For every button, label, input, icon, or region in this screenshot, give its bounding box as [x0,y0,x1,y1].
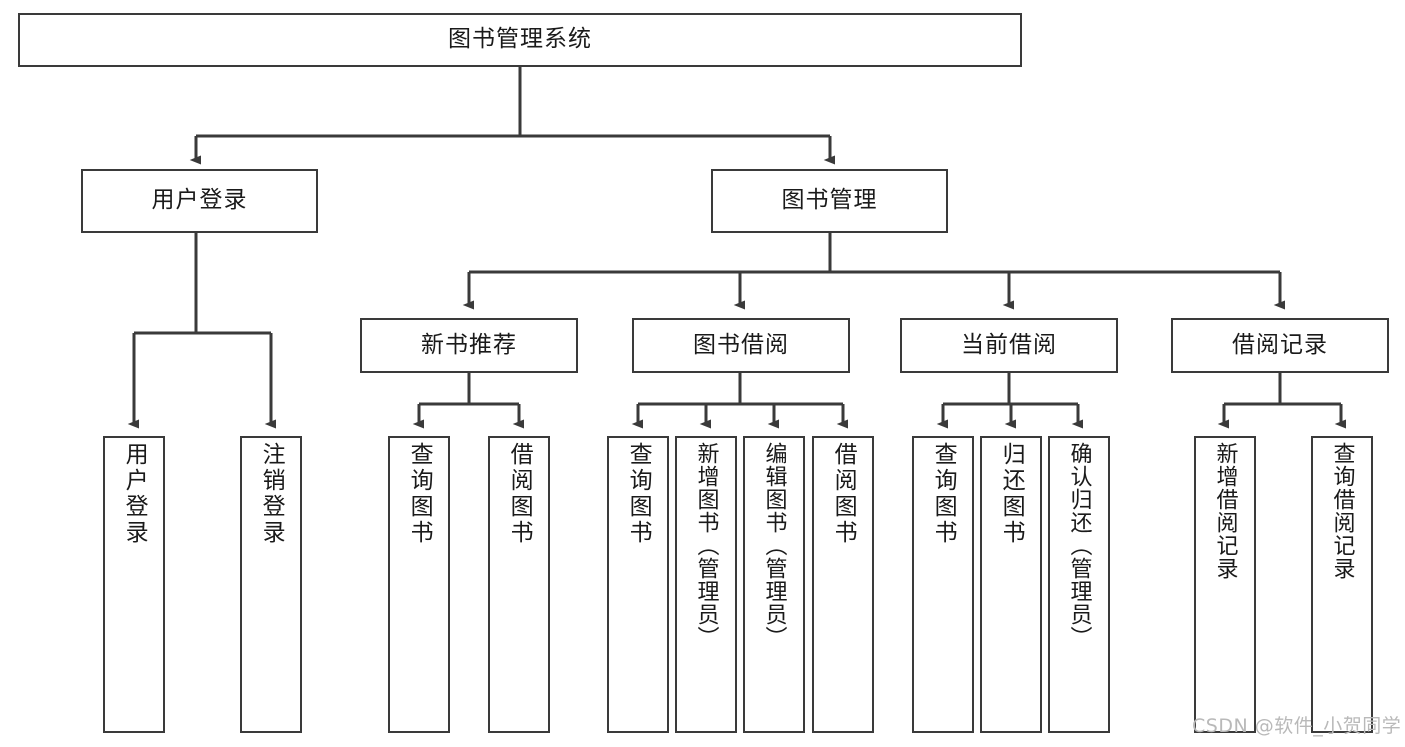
leaf-user-login-login[interactable]: 用户登录 [103,436,165,733]
node-label: 图书借阅 [693,331,789,358]
node-new-book-recommend[interactable]: 新书推荐 [360,318,578,373]
node-label: 当前借阅 [961,331,1057,358]
leaf-current-borrow-confirm-return-admin[interactable]: 确认归还（管理员） [1048,436,1110,733]
node-borrow-record[interactable]: 借阅记录 [1171,318,1389,373]
node-label: 用户登录 [121,442,148,546]
node-current-borrow[interactable]: 当前借阅 [900,318,1118,373]
node-label: 图书管理系统 [448,26,592,53]
leaf-new-book-borrow-book[interactable]: 借阅图书 [488,436,550,733]
node-label: 新增图书（管理员） [693,442,719,649]
leaf-borrow-record-query-record[interactable]: 查询借阅记录 [1311,436,1373,733]
node-book-management[interactable]: 图书管理 [711,169,948,233]
node-label: 归还图书 [998,442,1025,546]
leaf-book-borrow-edit-book-admin[interactable]: 编辑图书（管理员） [743,436,805,733]
node-label: 借阅图书 [830,442,857,546]
node-user-login[interactable]: 用户登录 [81,169,318,233]
node-label: 查询借阅记录 [1329,442,1355,580]
leaf-user-login-logout[interactable]: 注销登录 [240,436,302,733]
leaf-book-borrow-query-book[interactable]: 查询图书 [607,436,669,733]
node-label: 用户登录 [151,187,248,214]
watermark: CSDN @软件_小贺同学 [1192,715,1402,737]
node-label: 新书推荐 [421,331,517,358]
node-label: 查询图书 [930,442,957,546]
leaf-current-borrow-query-book[interactable]: 查询图书 [912,436,974,733]
node-label: 借阅图书 [506,442,533,546]
node-label: 查询图书 [406,442,433,546]
node-label: 注销登录 [258,442,285,546]
node-label: 图书管理 [781,187,878,214]
leaf-book-borrow-borrow-book[interactable]: 借阅图书 [812,436,874,733]
node-label: 借阅记录 [1232,331,1328,358]
leaf-new-book-query-book[interactable]: 查询图书 [388,436,450,733]
node-label: 新增借阅记录 [1212,442,1238,580]
node-label: 编辑图书（管理员） [761,442,787,649]
node-book-borrow[interactable]: 图书借阅 [632,318,850,373]
node-label: 确认归还（管理员） [1066,442,1092,649]
leaf-borrow-record-add-record[interactable]: 新增借阅记录 [1194,436,1256,733]
node-root-book-management-system[interactable]: 图书管理系统 [18,13,1022,67]
node-label: 查询图书 [625,442,652,546]
leaf-current-borrow-return-book[interactable]: 归还图书 [980,436,1042,733]
leaf-book-borrow-add-book-admin[interactable]: 新增图书（管理员） [675,436,737,733]
